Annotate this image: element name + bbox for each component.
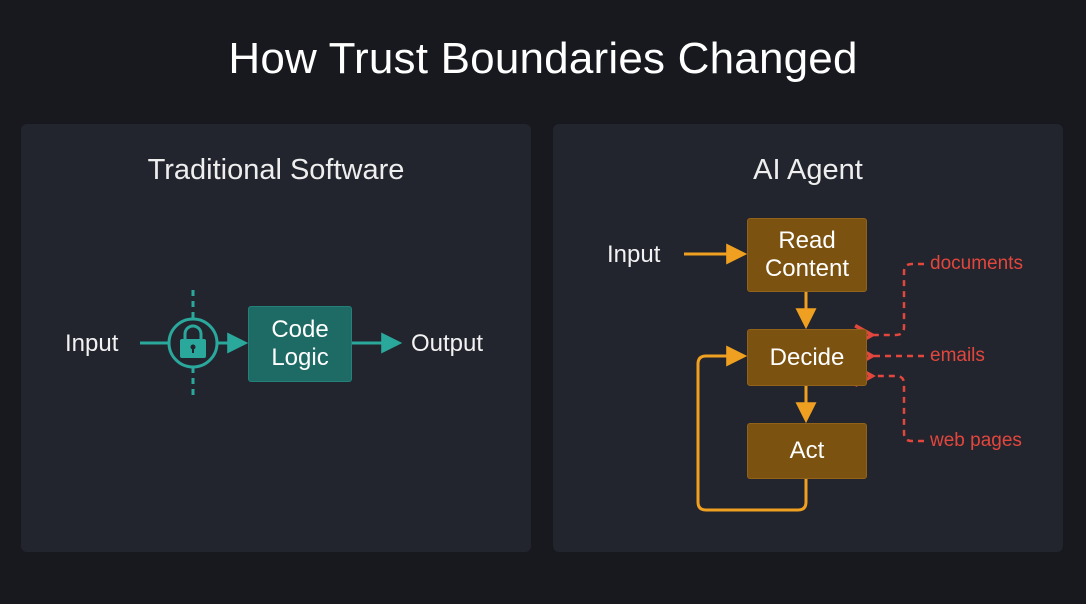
decide-box: Decide — [747, 329, 867, 386]
documents-label: documents — [930, 253, 1023, 274]
act-loop-arrow — [696, 345, 808, 512]
agent-input-label: Input — [607, 241, 661, 268]
web-pages-injection-arrow — [872, 376, 924, 443]
code-logic-box: Code Logic — [248, 306, 352, 382]
act-box: Act — [747, 423, 867, 479]
traditional-software-title: Traditional Software — [147, 154, 405, 186]
lock-icon — [167, 317, 219, 369]
traditional-output-label: Output — [411, 330, 484, 357]
ai-agent-title: AI Agent — [753, 154, 863, 186]
documents-injection-arrow — [872, 262, 924, 335]
emails-label: emails — [930, 345, 985, 366]
read-content-box: Read Content — [747, 218, 867, 292]
ai-agent-panel: AI Agent — [553, 124, 1063, 552]
traditional-input-label: Input — [65, 330, 119, 357]
page-title: How Trust Boundaries Changed — [228, 34, 858, 83]
web-pages-label: web pages — [930, 430, 1022, 451]
